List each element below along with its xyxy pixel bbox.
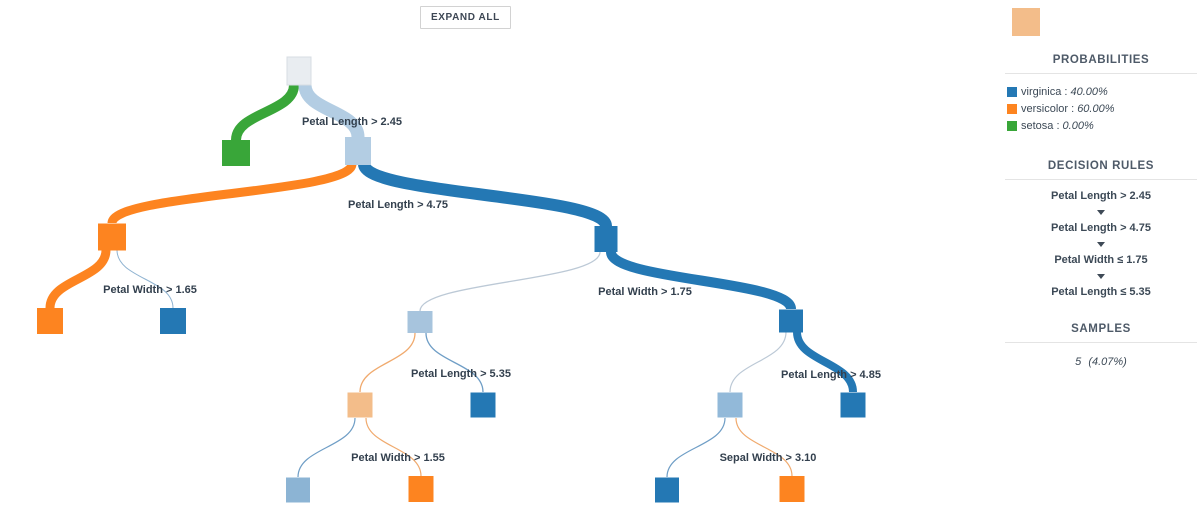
arrow-down-icon — [1097, 274, 1105, 279]
legend-value: 60.00% — [1077, 102, 1115, 115]
tree-node-versicolor-leaf-b[interactable] — [408, 476, 434, 502]
edge-label: Petal Width > 1.55 — [351, 452, 445, 464]
probabilities-title: PROBABILITIES — [1005, 54, 1197, 74]
legend-label: virginica : — [1021, 85, 1068, 98]
tree-link — [298, 83, 365, 139]
decision-rule: Petal Length ≤ 5.35 — [1051, 286, 1151, 298]
edge-label: Sepal Width > 3.10 — [720, 452, 817, 464]
tree-node-versicolor-leaf-c[interactable] — [779, 476, 805, 502]
edge-label: Petal Width > 1.75 — [598, 286, 692, 298]
arrow-down-icon — [1097, 210, 1105, 215]
sidebar: PROBABILITIES virginica : 40.00% versico… — [1005, 0, 1197, 368]
tree-link — [735, 417, 793, 477]
tree-link — [231, 84, 299, 141]
edge-label: Petal Width > 1.65 — [103, 284, 197, 296]
tree-link — [419, 251, 601, 312]
tree-node-mixed-leaf[interactable] — [286, 477, 310, 503]
samples-percent: (4.07%) — [1088, 356, 1127, 368]
decision-rules-list: Petal Length > 2.45 Petal Length > 4.75 … — [1005, 180, 1197, 299]
tree-node-virginica-leaf-b[interactable] — [470, 392, 496, 418]
tree-node-selected-node[interactable] — [347, 392, 373, 418]
tree-node-split-petal-width-1-65[interactable] — [98, 223, 126, 251]
tree-link — [116, 249, 174, 309]
tree-node-versicolor-leaf-a[interactable] — [37, 308, 63, 334]
tree-node-virginica-leaf-c[interactable] — [840, 392, 866, 418]
versicolor-color-icon — [1007, 103, 1017, 114]
decision-rule: Petal Length > 4.75 — [1051, 222, 1151, 234]
tree-link — [359, 332, 416, 393]
arrow-down-icon — [1097, 242, 1105, 247]
decision-rule: Petal Length > 2.45 — [1051, 190, 1151, 202]
tree-node-virginica-leaf-d[interactable] — [655, 477, 679, 503]
edge-label: Petal Length > 4.85 — [781, 369, 881, 381]
tree-node-virginica-leaf-a[interactable] — [160, 308, 186, 334]
decision-rule: Petal Width ≤ 1.75 — [1054, 254, 1148, 266]
legend-item-versicolor: versicolor : 60.00% — [1007, 100, 1197, 117]
tree-node-root[interactable] — [286, 56, 312, 86]
legend-value: 40.00% — [1070, 85, 1108, 98]
tree-link — [297, 417, 356, 478]
legend-item-virginica: virginica : 40.00% — [1007, 83, 1197, 100]
tree-node-setosa-leaf[interactable] — [222, 140, 250, 166]
legend-label: setosa : — [1021, 119, 1060, 132]
tree-node-split-petal-width-1-75[interactable] — [594, 226, 618, 252]
edge-label: Petal Length > 5.35 — [411, 368, 511, 380]
tree-link — [666, 417, 726, 478]
tree-node-split-petal-length-4-85[interactable] — [779, 309, 803, 333]
decision-rules-title: DECISION RULES — [1005, 160, 1197, 180]
legend-item-setosa: setosa : 0.00% — [1007, 117, 1197, 134]
tree-link — [606, 250, 796, 311]
selected-node-swatch — [1012, 8, 1040, 36]
samples-count: 5 — [1075, 356, 1082, 368]
tree-link — [793, 331, 857, 393]
tree-link — [729, 331, 787, 393]
legend-label: versicolor : — [1021, 102, 1075, 115]
expand-all-button[interactable]: EXPAND ALL — [420, 6, 511, 29]
probabilities-legend: virginica : 40.00% versicolor : 60.00% s… — [1005, 74, 1197, 134]
tree-link — [107, 162, 357, 225]
tree-node-split-petal-length-5-35[interactable] — [407, 311, 433, 333]
tree-link — [425, 332, 484, 393]
setosa-color-icon — [1007, 120, 1017, 131]
samples-title: SAMPLES — [1005, 323, 1197, 343]
tree-link — [365, 417, 422, 477]
edge-label: Petal Length > 2.45 — [302, 116, 402, 128]
tree-link — [45, 249, 111, 309]
legend-value: 0.00% — [1062, 119, 1094, 132]
tree-link — [358, 161, 612, 229]
samples-value: 5 (4.07%) — [1005, 356, 1197, 368]
virginica-color-icon — [1007, 86, 1017, 97]
tree-node-split-petal-length-2-45[interactable] — [345, 137, 371, 165]
tree-node-split-sepal-width-3-10[interactable] — [717, 392, 743, 418]
edge-label: Petal Length > 4.75 — [348, 199, 448, 211]
